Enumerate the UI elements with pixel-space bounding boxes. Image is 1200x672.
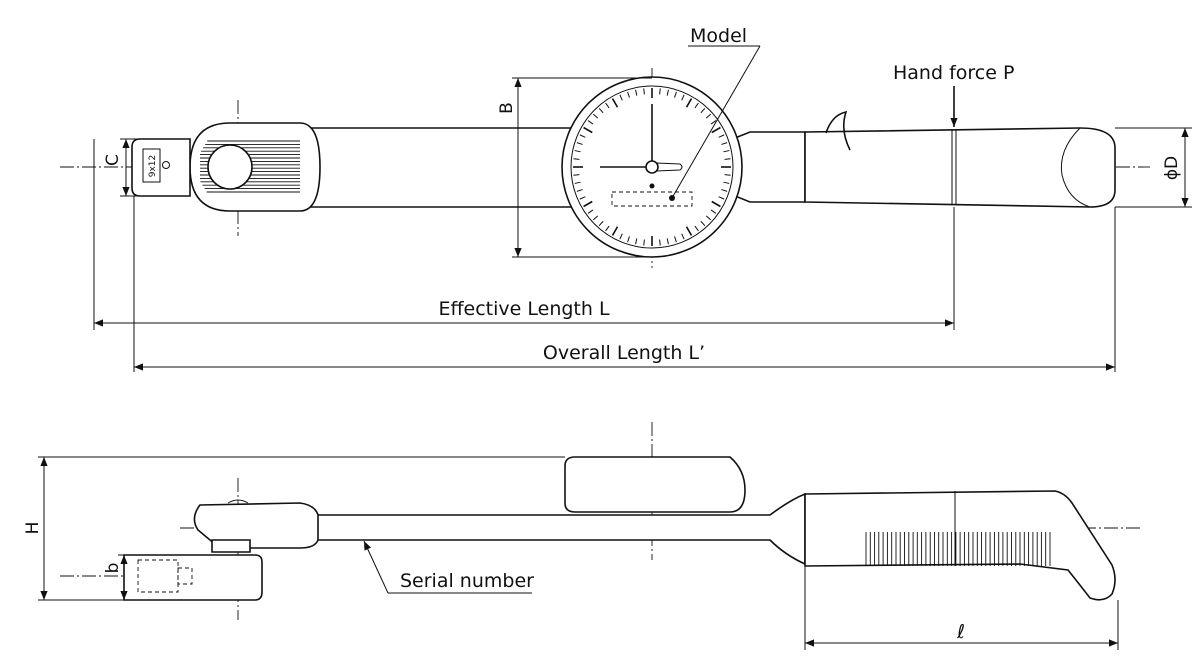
head-insert [131, 138, 191, 197]
dial-tick [635, 238, 638, 245]
dim-b-label: B [497, 102, 517, 114]
dial-tick [583, 126, 593, 134]
dim-h-label: H [23, 522, 43, 535]
dial-tick [592, 113, 599, 119]
dial-tick [721, 189, 728, 192]
hand-force-label: Hand force P [893, 62, 1014, 84]
dial-index-dot [649, 183, 655, 189]
dial-tick [700, 220, 706, 227]
dial-tick [710, 209, 717, 214]
dial-tick [711, 200, 721, 208]
grip-hook [825, 110, 851, 151]
insert-side [123, 554, 263, 601]
dial-tick [685, 226, 693, 236]
top-view: 9x12 C B ϕD Model [60, 25, 1192, 372]
head-marking: 9x12 [148, 155, 158, 178]
dial-tick [619, 94, 623, 101]
dial-tick [643, 88, 645, 95]
head-square-drive [211, 539, 251, 553]
dial-tick [627, 236, 630, 243]
dial-tick [721, 142, 728, 145]
dial-tick [574, 150, 581, 153]
dial-tick [605, 225, 610, 232]
dial-tick [576, 189, 583, 192]
dial-tick [724, 158, 731, 160]
dim-b-small-label: b [103, 563, 123, 574]
dial-tick [681, 233, 685, 240]
dial-tick [605, 102, 610, 109]
dial-tick [627, 91, 630, 98]
dial-tick [619, 233, 623, 240]
square-drive-hole [207, 144, 253, 190]
dial-tick [635, 89, 638, 96]
dial-tick [611, 98, 619, 108]
effective-length-label: Effective Length L [438, 298, 610, 320]
dial-housing-side [564, 456, 746, 513]
dial-tick [718, 196, 725, 200]
dial-tick [573, 158, 580, 160]
dial-tick [700, 107, 706, 114]
overall-length-label: Overall Length L’ [543, 342, 705, 364]
insert-hidden-pin [177, 567, 193, 585]
dial-tick [723, 181, 730, 184]
serial-leader [363, 540, 389, 594]
dial-tick [579, 196, 586, 200]
dial-tick [710, 120, 717, 125]
grip-end-cap [1060, 127, 1091, 208]
insert-pin [162, 161, 170, 169]
dial-tick [576, 142, 583, 145]
dim-c-label: C [103, 154, 123, 166]
dial-tick [573, 174, 580, 176]
dim-phi-d-label: ϕD [1162, 156, 1182, 180]
dial-tick [705, 215, 712, 221]
dial-hub [645, 160, 659, 174]
dial-tick [579, 134, 586, 138]
dial-tick [574, 181, 581, 184]
grip-knurl [865, 532, 1051, 566]
dial-tick [659, 88, 661, 95]
model-label: Model [690, 25, 747, 47]
serial-number-label: Serial number [400, 570, 534, 592]
head-marking-plate [142, 148, 161, 183]
side-view: H b ℓ Serial number [23, 422, 1140, 650]
dial-tick [643, 239, 645, 246]
dial-tick [587, 120, 594, 125]
dial-tick [583, 200, 593, 208]
handle-grip [804, 127, 1116, 208]
dial-tick [711, 126, 721, 134]
dial-face [570, 85, 734, 249]
dial-tick [694, 225, 699, 232]
dial-scale [573, 88, 731, 246]
dial-tick [674, 91, 677, 98]
dial-tick [666, 238, 669, 245]
dial-tick [723, 150, 730, 153]
dial-tick [587, 209, 594, 214]
dial-tick [598, 107, 604, 114]
dial-tick [659, 239, 661, 246]
dial-tick [592, 215, 599, 221]
dial-tick [685, 98, 693, 108]
dial-tick [724, 174, 731, 176]
dim-l-label: ℓ [956, 621, 965, 643]
dial-tick [598, 220, 604, 227]
head-top-bump [227, 499, 249, 504]
dial-tick [705, 113, 712, 119]
dial-tick [681, 94, 685, 101]
model-leader [671, 45, 761, 199]
dial-needle-knob [655, 162, 683, 172]
dial-tick [674, 236, 677, 243]
model-window [611, 191, 693, 207]
shaft [299, 127, 576, 208]
dial-tick [694, 102, 699, 109]
dial-tick [611, 226, 619, 236]
dial-tick [718, 134, 725, 138]
ratchet-head-side [193, 502, 319, 549]
dial-tick [666, 89, 669, 96]
